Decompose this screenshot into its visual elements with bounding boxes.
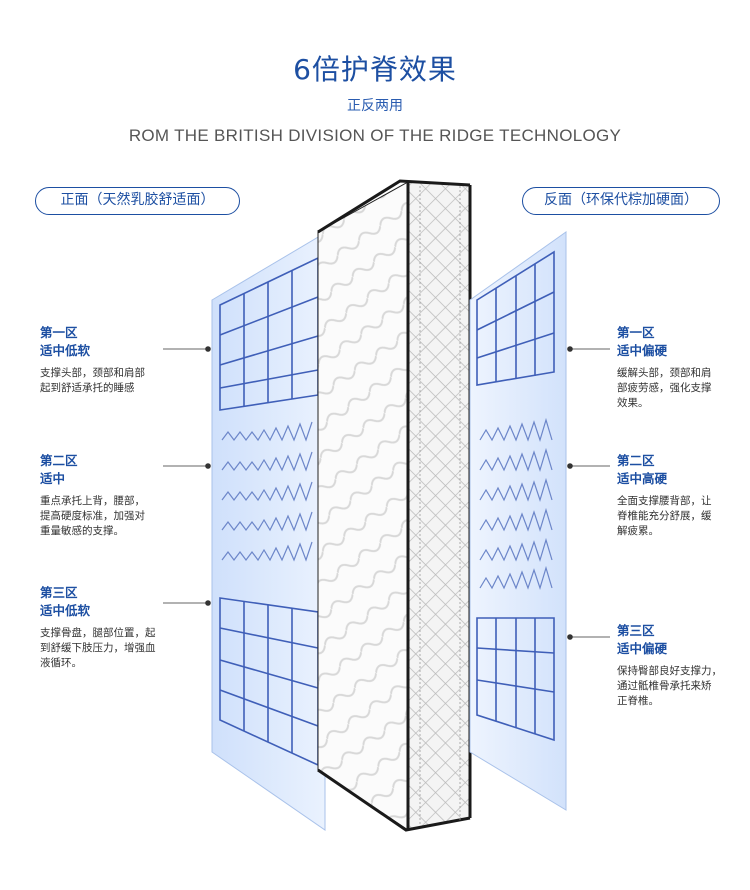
zone-name: 第三区 xyxy=(617,623,655,638)
zone-description: 支撑骨盘，腿部位置，起 到舒缓下肢压力，增强血 液循环。 xyxy=(40,627,156,669)
zone-description: 缓解头部，颈部和肩 部疲劳感，强化支撑 效果。 xyxy=(617,367,712,409)
zone-name: 第二区 xyxy=(40,453,78,468)
back-layer-panel xyxy=(469,231,567,811)
zone-description: 支撑头部，颈部和肩部 起到舒适承托的睡感 xyxy=(40,367,145,394)
zone-name: 第三区 xyxy=(40,585,78,600)
front-zone-3: 第三区 适中低软 支撑骨盘，腿部位置，起 到舒缓下肢压力，增强血 液循环。 xyxy=(40,584,180,671)
zone-firmness: 适中偏硬 xyxy=(617,641,668,656)
back-zone3-grid xyxy=(476,617,555,742)
zone-firmness: 适中偏硬 xyxy=(617,343,668,358)
zone-description: 保持臀部良好支撑力， 通过骶椎骨承托来矫 正脊椎。 xyxy=(617,665,722,707)
zone-firmness: 适中高硬 xyxy=(617,471,668,486)
zone-description: 重点承托上背，腰部， 提高硬度标准，加强对 重量敏感的支撑。 xyxy=(40,495,145,537)
back-zone2-springs xyxy=(479,417,553,590)
zone-firmness: 适中低软 xyxy=(40,343,91,358)
leader-lines xyxy=(163,348,610,638)
front-side-label: 正面（天然乳胶舒适面） xyxy=(35,187,240,215)
page-title: 6倍护脊效果 xyxy=(293,53,457,86)
zone-name: 第一区 xyxy=(40,325,78,340)
back-zone-1: 第一区 适中偏硬 缓解头部，颈部和肩 部疲劳感，强化支撑 效果。 xyxy=(617,324,727,411)
zone-name: 第一区 xyxy=(617,325,655,340)
front-zone-2: 第二区 适中 重点承托上背，腰部， 提高硬度标准，加强对 重量敏感的支撑。 xyxy=(40,452,180,539)
zone-name: 第二区 xyxy=(617,453,655,468)
back-zone-2: 第二区 适中高硬 全面支撑腰背部，让 脊椎能充分舒展，缓 解疲累。 xyxy=(617,452,727,539)
front-zone-1: 第一区 适中低软 支撑头部，颈部和肩部 起到舒适承托的睡感 xyxy=(40,324,180,396)
back-zone-3: 第三区 适中偏硬 保持臀部良好支撑力， 通过骶椎骨承托来矫 正脊椎。 xyxy=(617,622,727,709)
back-zone1-grid xyxy=(476,250,555,386)
page-subtitle: 正反两用 xyxy=(347,98,403,114)
front-zone2-springs xyxy=(221,421,313,562)
back-side-label: 反面（环保代棕加硬面） xyxy=(522,187,720,215)
page-tagline: ROM THE BRITISH DIVISION OF THE RIDGE TE… xyxy=(128,126,622,145)
mattress-body xyxy=(317,179,472,832)
front-layer-panel xyxy=(211,232,326,831)
zone-firmness: 适中 xyxy=(40,471,66,486)
zone-firmness: 适中低软 xyxy=(40,603,91,618)
leader-dots xyxy=(205,346,573,640)
zone-description: 全面支撑腰背部，让 脊椎能充分舒展，缓 解疲累。 xyxy=(617,495,712,537)
